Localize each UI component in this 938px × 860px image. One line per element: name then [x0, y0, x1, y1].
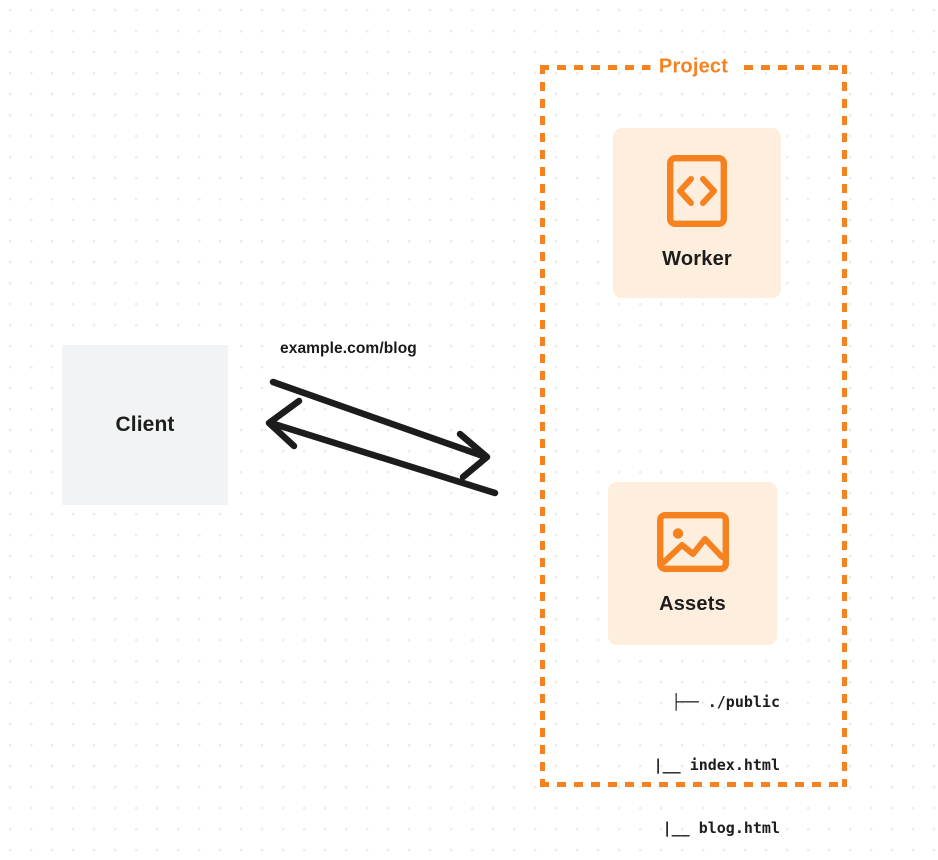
- project-container: Project: [540, 55, 847, 787]
- project-border-left: [540, 65, 545, 787]
- file-tree-row: |__ blog.html: [560, 818, 780, 839]
- request-url-label: example.com/blog: [280, 340, 417, 357]
- file-tree-row: |__ index.html: [560, 755, 780, 776]
- client-node[interactable]: Client: [62, 345, 228, 505]
- assets-card[interactable]: Assets: [608, 482, 777, 645]
- project-title: Project: [649, 55, 738, 79]
- client-label: Client: [115, 413, 175, 436]
- code-brackets-icon: [667, 155, 727, 232]
- project-border-bottom: [540, 782, 847, 787]
- worker-label: Worker: [662, 248, 732, 270]
- file-tree-prefix: ├──: [671, 693, 708, 711]
- file-tree-prefix: |__: [662, 819, 699, 837]
- image-icon: [656, 511, 729, 577]
- request-arrow: [269, 378, 491, 481]
- file-tree-prefix: |__: [653, 756, 690, 774]
- file-tree-row: ├── ./public: [560, 692, 780, 713]
- assets-file-tree: ├── ./public |__ index.html |__ blog.htm…: [560, 650, 780, 860]
- file-tree-name: blog.html: [698, 819, 780, 837]
- response-arrow: [265, 397, 499, 497]
- file-tree-name: ./public: [707, 693, 780, 711]
- project-border-right: [842, 65, 847, 787]
- assets-label: Assets: [659, 592, 726, 615]
- file-tree-name: index.html: [689, 756, 780, 774]
- worker-card[interactable]: Worker: [613, 128, 781, 298]
